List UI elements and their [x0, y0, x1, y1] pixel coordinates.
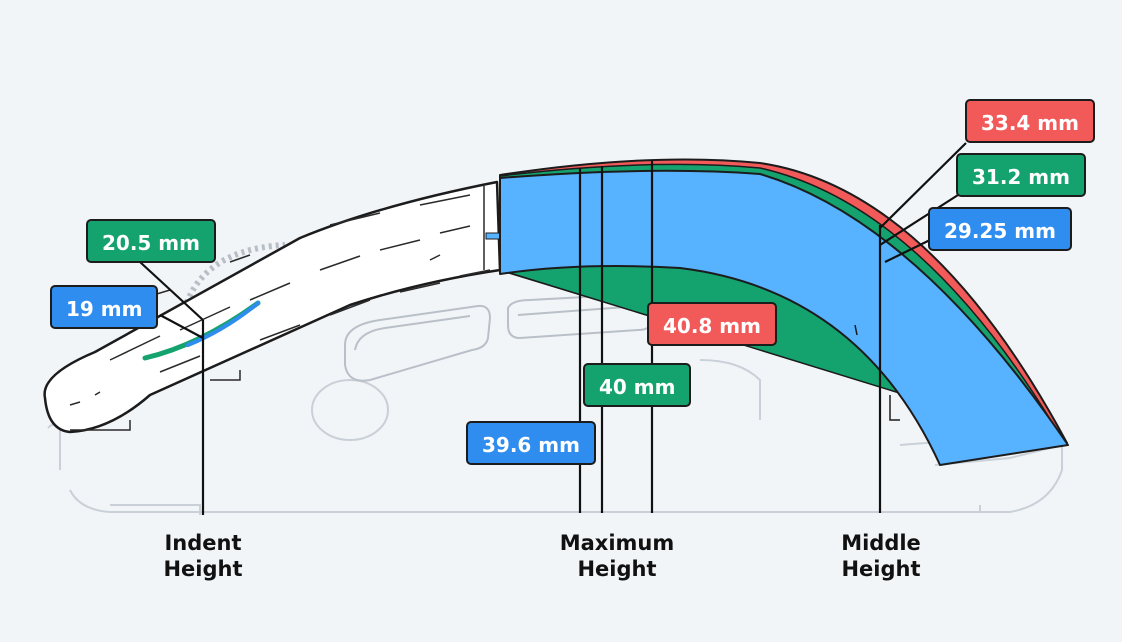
height-shell-bands: [499, 158, 1069, 466]
indent-green-badge: 20.5 mm: [86, 219, 216, 263]
leader-mid-red: [879, 142, 967, 229]
max-green-badge: 40 mm: [583, 363, 692, 407]
maximum-height-caption: Maximum Height: [532, 530, 702, 582]
leader-mid-blue: [884, 239, 931, 263]
indent-height-caption: Indent Height: [118, 530, 288, 582]
band-blue: [499, 169, 1069, 466]
indent-caption-line2: Height: [163, 557, 243, 581]
indent-curve-blue: [186, 301, 260, 347]
indent-caption-line1: Indent: [164, 531, 242, 555]
maximum-caption-line2: Height: [577, 557, 657, 581]
middle-caption-line1: Middle: [841, 531, 921, 555]
indent-blue-badge: 19 mm: [50, 285, 159, 329]
left-button-shell: [43, 180, 502, 434]
middle-height-caption: Middle Height: [796, 530, 966, 582]
mid-blue-badge: 29.25 mm: [928, 207, 1072, 251]
mid-green-badge: 31.2 mm: [956, 153, 1086, 197]
middle-caption-line2: Height: [841, 557, 921, 581]
maximum-caption-line1: Maximum: [559, 531, 675, 555]
leader-indent-green: [139, 261, 204, 321]
leader-mid-green: [879, 194, 959, 246]
mid-red-badge: 33.4 mm: [965, 99, 1095, 143]
max-blue-badge: 39.6 mm: [466, 421, 596, 465]
leader-indent-blue: [159, 314, 204, 339]
max-red-badge: 40.8 mm: [647, 302, 777, 346]
